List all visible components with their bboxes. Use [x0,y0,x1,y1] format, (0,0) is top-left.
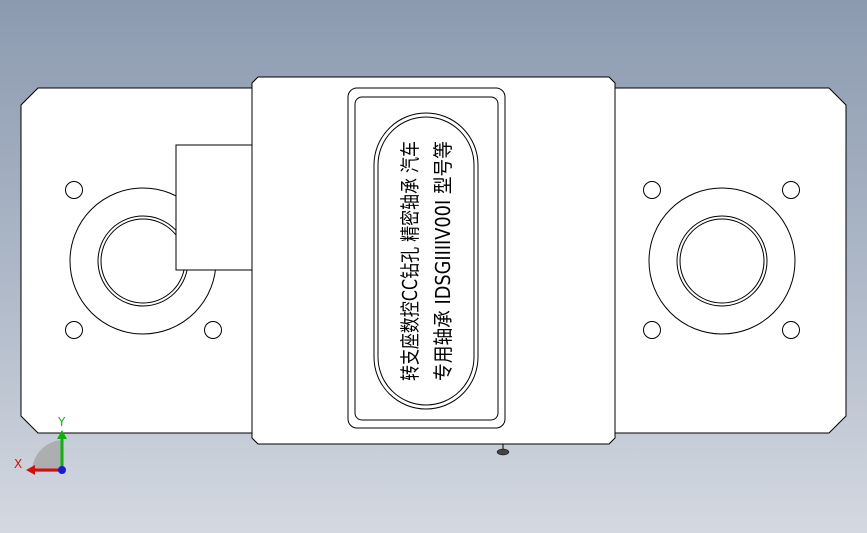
mount-hole-br [782,321,800,339]
mount-hole-tl [65,181,83,199]
left-flange [20,87,253,434]
z-axis-dot [58,466,66,474]
mount-hole-bl [643,321,661,339]
center-body: 转支座数控CC钻孔 精密轴承 汽车 专用轴承 IDSGIIIIV00I 型号等 [251,76,616,456]
right-flange [614,87,847,434]
bearing-bore-inner [679,218,765,304]
y-axis-arrow [57,430,67,439]
triad-plane [31,440,62,472]
y-axis-label: Y [57,415,66,429]
x-axis-arrow [26,465,35,475]
mount-hole-br [204,321,222,339]
coordinate-triad: Y X [14,415,67,475]
bearing-bore-inner [100,218,186,304]
nameplate-text: 转支座数控CC钻孔 精密轴承 汽车 专用轴承 IDSGIIIIV00I 型号等 [398,141,455,381]
mount-hole-tl [643,181,661,199]
side-block [175,144,253,271]
mount-hole-bl [65,321,83,339]
nameplate-inner [377,116,475,406]
x-axis-label: X [14,457,22,471]
pin-head [496,448,510,456]
nameplate-line-1: 转支座数控CC钻孔 精密轴承 汽车 [398,141,422,381]
mount-hole-tr [782,181,800,199]
nameplate-line-2: 专用轴承 IDSGIIIIV00I 型号等 [431,141,455,381]
